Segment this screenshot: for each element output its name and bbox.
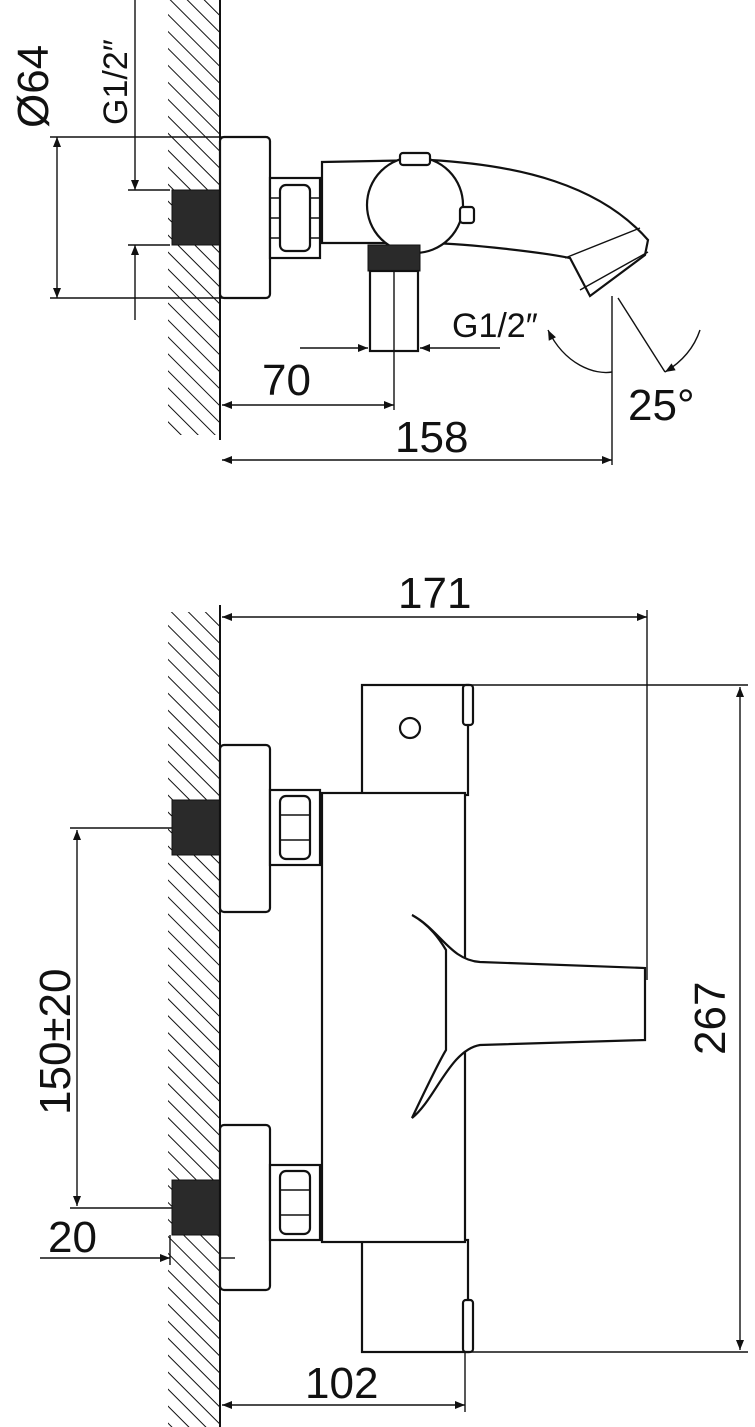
- nut-top: [268, 176, 322, 260]
- height-label: 267: [686, 982, 735, 1055]
- inlet-spacing-label: 150±20: [31, 968, 80, 1115]
- pipe-length-label: 20: [48, 1213, 97, 1262]
- inlet-thread-label: G1/2″: [97, 39, 135, 125]
- outlet-thread-label: G1/2″: [452, 307, 538, 345]
- diameter-label: Ø64: [9, 45, 58, 128]
- depth-label: 102: [305, 1359, 378, 1408]
- flange-lower: [218, 1123, 272, 1292]
- handle-screw: [398, 716, 422, 740]
- flange-upper: [218, 743, 272, 914]
- front-view: 171 267: [31, 569, 748, 1427]
- nut-upper: [268, 788, 322, 867]
- mixer-body-front: [320, 683, 647, 1354]
- width-label: 171: [398, 569, 471, 618]
- wall-hatch-front: [168, 612, 220, 1427]
- inlet-thread-upper: [171, 799, 221, 856]
- outlet-connector: [367, 244, 421, 410]
- projection-label: 158: [395, 413, 468, 462]
- flange-top: [218, 135, 272, 300]
- spout-front: [411, 914, 647, 1119]
- angle-arc: [547, 329, 613, 374]
- top-view: Ø64 G1/2″ G1/2″: [9, 0, 701, 465]
- nut-lower: [268, 1163, 322, 1242]
- mixer-body-top: [320, 151, 650, 298]
- inlet-thread: [171, 189, 221, 246]
- spout-angle-label: 25°: [628, 381, 695, 430]
- inlet-thread-lower: [171, 1179, 221, 1236]
- outlet-offset-label: 70: [262, 356, 311, 405]
